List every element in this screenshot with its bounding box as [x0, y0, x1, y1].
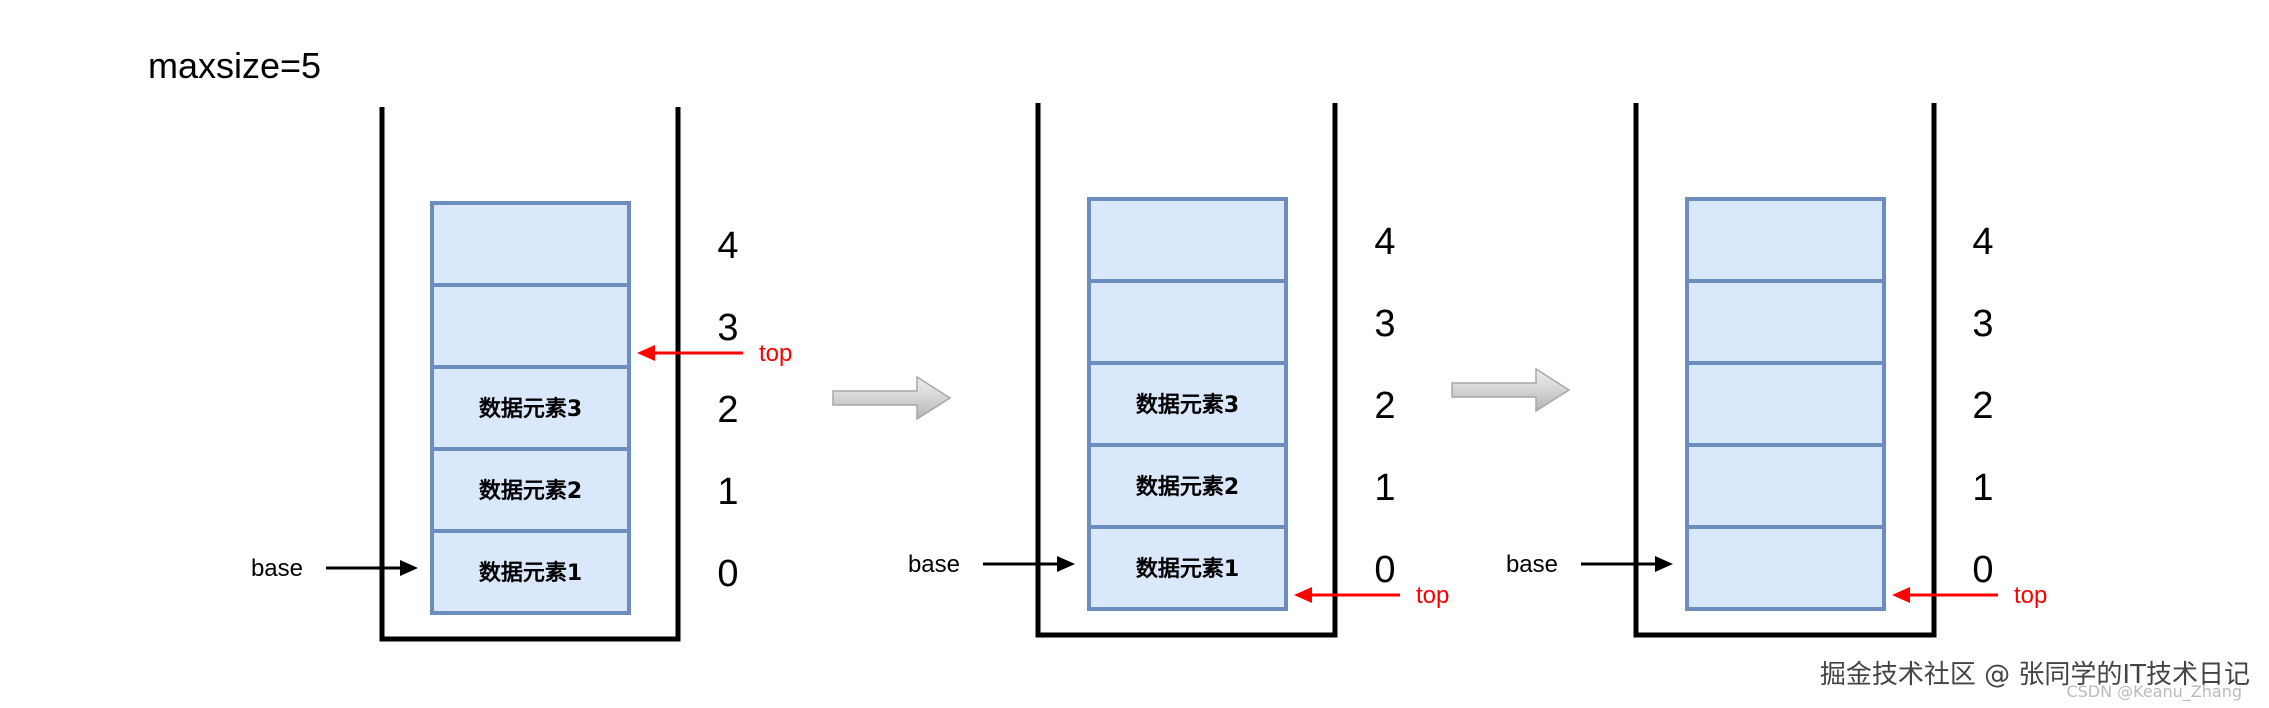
base-label: base — [1506, 551, 1558, 578]
transition-arrows — [832, 367, 1571, 421]
top-arrow-head — [637, 345, 655, 361]
stack-cell-box — [1087, 279, 1288, 365]
stack-cell — [1685, 197, 1886, 283]
base-pointer: base — [908, 551, 1075, 578]
stack-index-label: 2 — [1972, 385, 1993, 427]
stack-index-label: 3 — [1972, 303, 1993, 345]
stack-cell — [1087, 197, 1288, 283]
stack-cell-box — [1685, 361, 1886, 447]
maxsize-title: maxsize=5 — [148, 45, 321, 86]
stack-container — [379, 107, 681, 642]
stack-index-label: 1 — [1972, 467, 1993, 509]
watermark-text: 掘金技术社区 @ 张同学的IT技术日记 — [1820, 660, 2250, 690]
transition-arrow — [1451, 367, 1571, 413]
stack-index-label: 0 — [1972, 549, 1993, 591]
stack-cell — [430, 283, 631, 369]
stack-cell-box — [430, 201, 631, 287]
stack-container — [1035, 103, 1338, 638]
stack-index-label: 2 — [1374, 385, 1395, 427]
stack-cell-label: 数据元素1 — [1136, 556, 1239, 582]
top-pointer: top — [637, 340, 792, 367]
stack-index-label: 3 — [1374, 303, 1395, 345]
stack-index-label: 4 — [717, 225, 738, 267]
top-pointer: top — [1294, 582, 1449, 609]
top-label: top — [1416, 582, 1449, 609]
stack-cell-box — [1087, 525, 1288, 611]
stack-cell — [1685, 361, 1886, 447]
stack-cell-box — [430, 283, 631, 369]
stack-index-label: 0 — [1374, 549, 1395, 591]
stack-index-label: 1 — [717, 471, 738, 513]
base-label: base — [251, 555, 303, 582]
base-label: base — [908, 551, 960, 578]
stack-1: 数据元素3 数据元素2 数据元素1 4 3 2 1 0 base top — [251, 107, 792, 642]
csdn-watermark: CSDN @Keanu_Zhang — [2066, 682, 2242, 702]
stack-cell-label: 数据元素2 — [1136, 474, 1239, 500]
stack-cell — [1685, 443, 1886, 529]
stack-cell-box — [1685, 443, 1886, 529]
stack-cell: 数据元素3 — [430, 365, 631, 451]
stack-container — [1633, 103, 1937, 638]
stack-cell — [1087, 279, 1288, 365]
stacks-layer: 数据元素3数据元素2数据元素143210basetop数据元素3数据元素2数据元… — [251, 103, 2047, 642]
base-pointer: base — [1506, 551, 1673, 578]
base-arrow-head — [400, 560, 418, 576]
stack-cell-box — [1685, 279, 1886, 365]
stack-cell-label: 数据元素2 — [479, 478, 582, 504]
stack-cell-box — [1685, 525, 1886, 611]
base-arrow-head — [1057, 556, 1075, 572]
stack-cell-label: 数据元素3 — [1136, 392, 1239, 418]
top-label: top — [2014, 582, 2047, 609]
stack-cell — [1685, 525, 1886, 611]
stack-cell: 数据元素3 — [1087, 361, 1288, 447]
transition-arrow — [832, 375, 952, 421]
stack-cell: 数据元素2 — [1087, 443, 1288, 529]
stack-cell: 数据元素1 — [430, 529, 631, 615]
stack-index-label: 4 — [1972, 221, 1993, 263]
base-pointer: base — [251, 555, 418, 582]
top-arrow-head — [1892, 587, 1910, 603]
base-arrow-head — [1655, 556, 1673, 572]
stack-cell: 数据元素2 — [430, 447, 631, 533]
stack-cell-box — [1087, 443, 1288, 529]
stack-cell — [1685, 279, 1886, 365]
stack-index-label: 2 — [717, 389, 738, 431]
stack-2: 数据元素3 数据元素2 数据元素1 4 3 2 1 0 base top — [908, 103, 1449, 638]
stack-cell-label: 数据元素1 — [479, 560, 582, 586]
top-label: top — [759, 340, 792, 367]
stack-index-label: 0 — [717, 553, 738, 595]
stack-index-label: 3 — [717, 307, 738, 349]
stack-index-label: 1 — [1374, 467, 1395, 509]
stack-3: 4 3 2 1 0 base top — [1506, 103, 2047, 638]
stack-cell — [430, 201, 631, 287]
stack-cell-box — [1087, 197, 1288, 283]
stack-index-label: 4 — [1374, 221, 1395, 263]
stack-cell-box — [430, 447, 631, 533]
stack-cell: 数据元素1 — [1087, 525, 1288, 611]
top-pointer: top — [1892, 582, 2047, 609]
top-arrow-head — [1294, 587, 1312, 603]
stack-cell-box — [1685, 197, 1886, 283]
stack-cell-label: 数据元素3 — [479, 396, 582, 422]
stack-cell-box — [430, 529, 631, 615]
